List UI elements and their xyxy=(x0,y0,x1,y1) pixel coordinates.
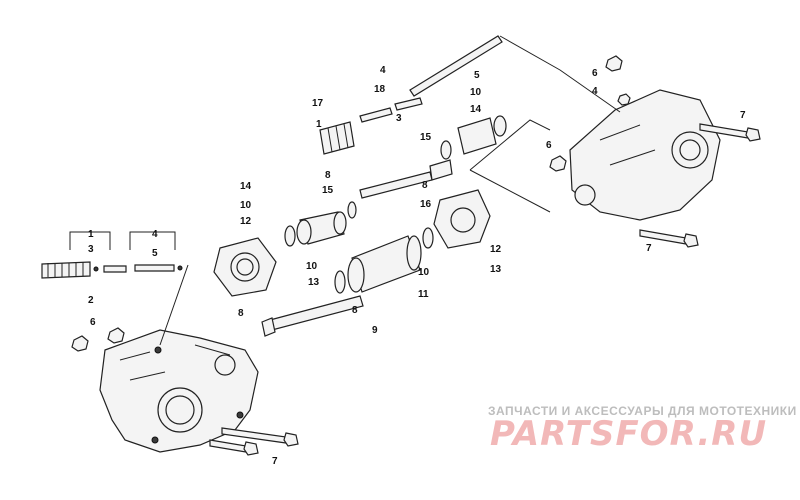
callout-10c: 10 xyxy=(418,267,430,278)
callout-11: 11 xyxy=(418,289,429,300)
callout-17: 17 xyxy=(312,98,324,109)
watermark-logo: PARTSFOR.RU xyxy=(490,414,768,454)
callout-12b: 12 xyxy=(490,244,502,255)
callout-14a: 14 xyxy=(240,181,252,192)
boot-left xyxy=(296,211,347,245)
callout-5b: 5 xyxy=(474,70,480,81)
callout-7b: 7 xyxy=(740,110,746,121)
callout-13b: 13 xyxy=(490,264,502,275)
callout-7a: 7 xyxy=(272,456,278,467)
rear-gearcase xyxy=(569,89,721,221)
callout-14b: 14 xyxy=(470,104,482,115)
leader-bracket-right xyxy=(469,119,551,213)
gearcase-bolts-right xyxy=(639,123,761,248)
gearcase-nuts-right xyxy=(549,55,631,172)
callout-16: 16 xyxy=(420,199,432,210)
callout-4c: 4 xyxy=(592,86,598,97)
callout-8b: 8 xyxy=(352,305,358,316)
boot-kit-left xyxy=(41,231,189,346)
flange-housing-left xyxy=(213,237,277,297)
callouts: 1 3 2 4 5 6 7 8 9 10 12 14 13 10 8 11 10… xyxy=(88,65,746,467)
boot-lower xyxy=(334,235,422,294)
callout-12a: 12 xyxy=(240,216,252,227)
callout-3a: 3 xyxy=(88,244,94,255)
callout-6b: 6 xyxy=(592,68,598,79)
callout-9: 9 xyxy=(372,325,378,336)
callout-18: 18 xyxy=(374,84,386,95)
lower-shaft xyxy=(261,295,364,337)
callout-4b: 4 xyxy=(380,65,386,76)
front-gearcase xyxy=(99,329,259,453)
callout-6c: 6 xyxy=(546,140,552,151)
inner-shaft-left xyxy=(359,159,453,199)
callout-7c: 7 xyxy=(646,243,652,254)
upper-shaft-assembly xyxy=(319,35,507,160)
clamp-left xyxy=(284,201,357,247)
leader-shaft-to-rear xyxy=(499,35,621,113)
callout-10a: 10 xyxy=(240,200,252,211)
callout-5a: 5 xyxy=(152,248,158,259)
callout-15b: 15 xyxy=(420,132,432,143)
callout-4a: 4 xyxy=(152,229,158,240)
callout-13a: 13 xyxy=(308,277,320,288)
callout-6a: 6 xyxy=(90,317,96,328)
gearcase-bolts-left xyxy=(209,427,299,456)
callout-10d: 10 xyxy=(470,87,482,98)
callout-10b: 10 xyxy=(306,261,318,272)
gearcase-nuts-left xyxy=(71,327,125,352)
callout-15a: 15 xyxy=(322,185,334,196)
callout-8c: 8 xyxy=(325,170,331,181)
callout-1b: 1 xyxy=(316,119,322,130)
callout-1a: 1 xyxy=(88,229,94,240)
callout-8d: 8 xyxy=(422,180,428,191)
callout-3b: 3 xyxy=(396,113,402,124)
callout-8a: 8 xyxy=(238,308,244,319)
flange-housing-right xyxy=(422,189,491,249)
callout-2: 2 xyxy=(88,295,94,306)
watermark-caption: ЗАПЧАСТИ И АКСЕССУАРЫ ДЛЯ МОТОТЕХНИКИ xyxy=(488,404,797,418)
